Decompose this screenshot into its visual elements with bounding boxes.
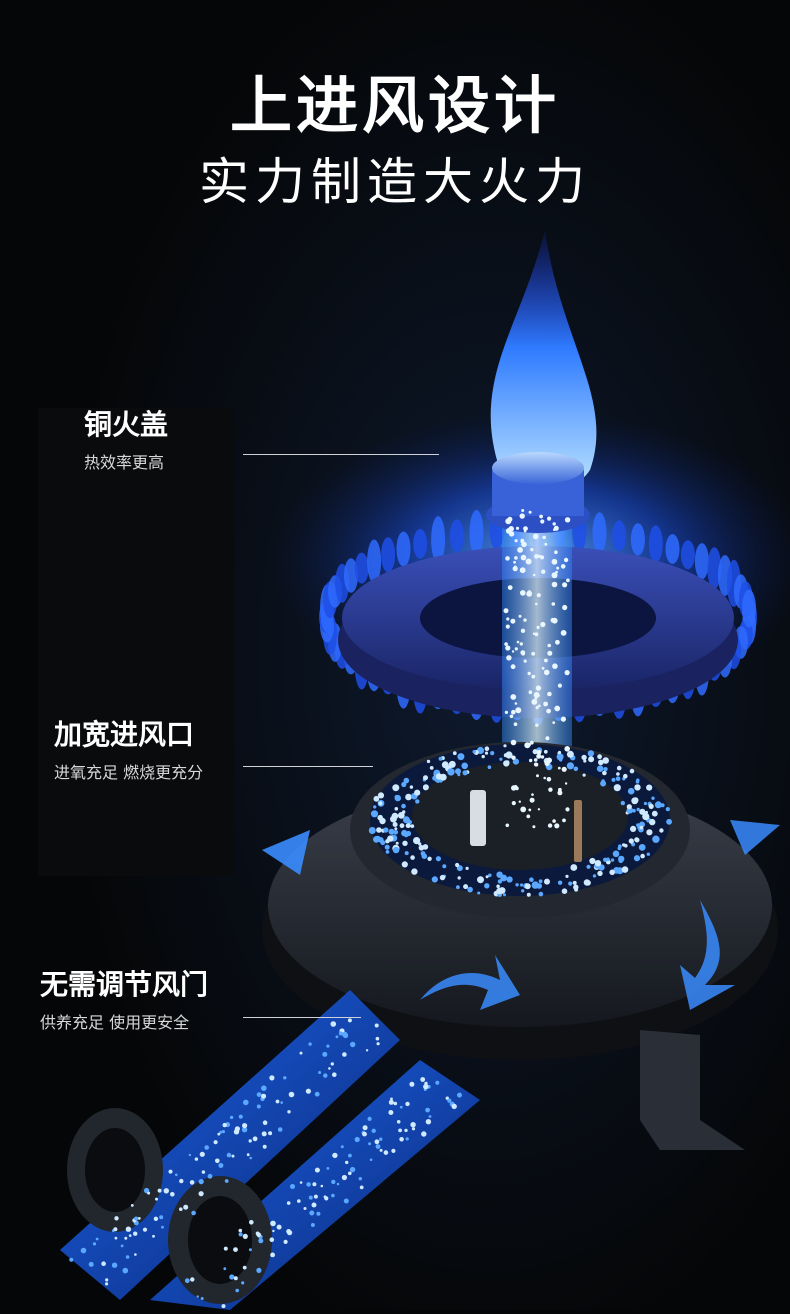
page-title: 上进风设计 bbox=[229, 69, 560, 142]
arrow-right bbox=[680, 900, 735, 1010]
burner-leg bbox=[640, 1030, 745, 1150]
feature-subtitle: 热效率更高 bbox=[84, 453, 165, 472]
feature-title: 铜火盖 bbox=[84, 408, 169, 441]
leader-line bbox=[243, 454, 439, 455]
feature-title: 无需调节风门 bbox=[40, 968, 209, 1001]
top-cap bbox=[492, 452, 584, 484]
feature-copper-cap: 铜火盖 热效率更高 bbox=[84, 408, 344, 474]
feature-subtitle: 进氧充足 燃烧更充分 bbox=[54, 763, 204, 782]
leader-line bbox=[243, 766, 373, 767]
feature-subtitle: 供养充足 使用更安全 bbox=[40, 1013, 190, 1032]
feature-title: 加宽进风口 bbox=[54, 718, 195, 751]
feature-wide-inlet: 加宽进风口 进氧充足 燃烧更充分 bbox=[54, 718, 314, 784]
label-panel bbox=[38, 408, 234, 876]
arrow-top-right bbox=[730, 820, 780, 855]
tube-particles bbox=[69, 1018, 462, 1314]
center-flame bbox=[490, 230, 597, 493]
arrow-bottom bbox=[420, 955, 520, 1010]
thermocouple bbox=[574, 800, 582, 862]
leader-line bbox=[243, 1017, 361, 1018]
feature-no-damper: 无需调节风门 供养充足 使用更安全 bbox=[40, 968, 300, 1034]
arrow-left bbox=[262, 830, 310, 875]
igniter bbox=[470, 790, 486, 846]
page-subtitle: 实力制造大火力 bbox=[199, 153, 591, 211]
air-particles bbox=[368, 509, 672, 897]
